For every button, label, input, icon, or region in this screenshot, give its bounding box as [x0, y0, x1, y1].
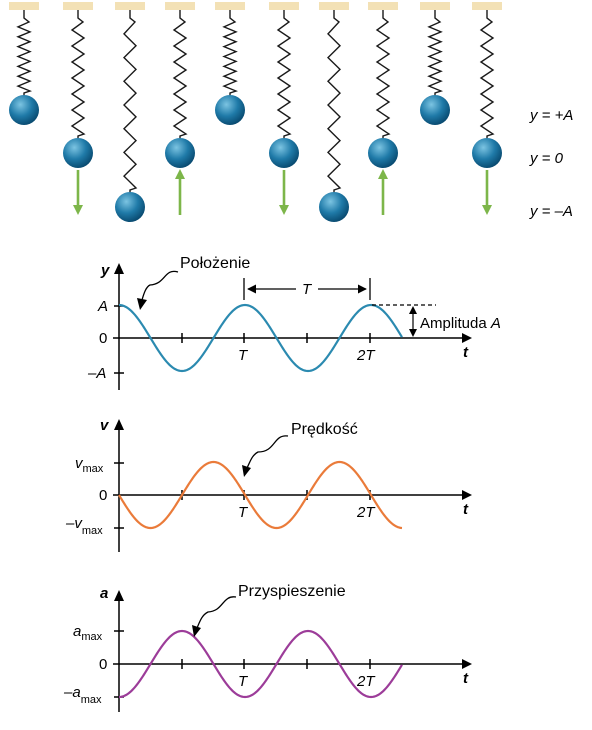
acceleration-callout-arrowhead: [192, 625, 201, 637]
mass-ball: [472, 138, 502, 168]
position-curve: [118, 303, 403, 373]
spring-coil: [123, 10, 138, 194]
mass-ball: [269, 138, 299, 168]
v-axis-label: v: [100, 417, 110, 434]
tick-label-neg-amax: –amax: [63, 684, 102, 706]
spring-mass-2: [63, 2, 93, 215]
spring-mass-row: [9, 2, 502, 222]
acceleration-curve: [118, 629, 403, 699]
spring-mass-1: [9, 2, 39, 125]
mass-ball: [319, 192, 349, 222]
t-tick-label-2t: 2T: [356, 347, 376, 364]
velocity-graph: v vmax 0 –vmax t T 2T Prędkość: [65, 417, 472, 552]
spring-mount: [115, 2, 145, 10]
spring-mount: [269, 2, 299, 10]
t-tick-label-t: T: [238, 347, 249, 364]
amplitude-arrow-head-down: [409, 329, 417, 337]
position-callout: Położenie: [180, 255, 250, 272]
t-axis-arrowhead: [462, 333, 472, 343]
y-axis-arrowhead: [114, 263, 124, 274]
spring-mass-6: [269, 2, 299, 215]
spring-mount: [9, 2, 39, 10]
spring-mass-8: [368, 2, 398, 215]
velocity-callout-leader: [246, 435, 289, 469]
mass-ball: [215, 95, 245, 125]
spring-coil: [276, 10, 292, 140]
t-tick-label-2t: 2T: [356, 673, 376, 690]
mass-ball: [420, 95, 450, 125]
spring-mount: [215, 2, 245, 10]
t-axis-arrowhead: [462, 659, 472, 669]
position-graph: y A 0 –A t T 2T T Amplituda A Położenie: [87, 255, 501, 390]
mass-ball: [165, 138, 195, 168]
velocity-callout-arrowhead: [242, 465, 251, 477]
amplitude-label: Amplituda A: [420, 315, 501, 332]
spring-mount: [319, 2, 349, 10]
spring-mass-5: [215, 2, 245, 125]
mass-ball: [115, 192, 145, 222]
spring-mass-9: [420, 2, 450, 125]
t-axis-arrowhead: [462, 490, 472, 500]
mass-ball: [63, 138, 93, 168]
spring-coil: [70, 10, 86, 140]
spring-coil: [327, 10, 342, 194]
velocity-arrow-up-head: [175, 169, 185, 179]
velocity-arrow-down-head: [482, 205, 492, 215]
level-label-top: y = +A: [529, 107, 573, 124]
amplitude-arrow-head-up: [409, 306, 417, 314]
tick-label-a: A: [97, 298, 108, 315]
level-labels: y = +A y = 0 y = –A: [529, 107, 573, 220]
level-label-middle: y = 0: [529, 150, 564, 167]
position-callout-arrowhead: [137, 298, 147, 310]
t-axis-label: t: [463, 501, 469, 518]
velocity-callout: Prędkość: [291, 421, 358, 438]
tick-label-neg-a: –A: [87, 365, 106, 382]
tick-label-zero: 0: [99, 330, 107, 347]
period-label: T: [302, 281, 313, 298]
tick-label-amax: amax: [73, 623, 103, 643]
t-axis-ticks: [181, 659, 371, 669]
velocity-arrow-down-head: [73, 205, 83, 215]
mass-ball: [9, 95, 39, 125]
t-tick-label-2t: 2T: [356, 504, 376, 521]
position-callout-leader: [141, 270, 179, 301]
spring-mount: [165, 2, 195, 10]
a-axis-label: a: [100, 585, 108, 602]
t-axis-label: t: [463, 344, 469, 361]
spring-mass-3: [115, 2, 145, 222]
spring-mass-10: [472, 2, 502, 215]
spring-coil: [222, 10, 239, 97]
mass-ball: [368, 138, 398, 168]
y-axis-label: y: [100, 262, 110, 279]
velocity-arrow-up-head: [378, 169, 388, 179]
tick-label-zero: 0: [99, 656, 107, 673]
level-label-bottom: y = –A: [529, 203, 573, 220]
acceleration-graph: a amax 0 –amax t T 2T Przyspieszenie: [63, 583, 472, 712]
t-tick-label-t: T: [238, 673, 249, 690]
spring-mount: [472, 2, 502, 10]
acceleration-callout: Przyspieszenie: [238, 583, 346, 600]
spring-coil: [16, 10, 33, 97]
t-tick-label-t: T: [238, 504, 249, 521]
tick-label-vmax: vmax: [75, 455, 104, 475]
a-axis-arrowhead: [114, 590, 124, 601]
acceleration-callout-leader: [196, 596, 237, 629]
spring-coil: [172, 10, 188, 140]
spring-coil: [479, 10, 495, 140]
spring-coil: [427, 10, 444, 97]
spring-coil: [375, 10, 391, 140]
tick-label-neg-vmax: –vmax: [65, 515, 103, 537]
tick-label-zero: 0: [99, 487, 107, 504]
spring-mount: [368, 2, 398, 10]
t-axis-ticks: [181, 333, 371, 343]
spring-mass-4: [165, 2, 195, 215]
spring-mass-7: [319, 2, 349, 222]
spring-mount: [63, 2, 93, 10]
v-axis-arrowhead: [114, 419, 124, 430]
velocity-arrow-down-head: [279, 205, 289, 215]
velocity-curve: [118, 460, 403, 530]
t-axis-label: t: [463, 670, 469, 687]
spring-mount: [420, 2, 450, 10]
